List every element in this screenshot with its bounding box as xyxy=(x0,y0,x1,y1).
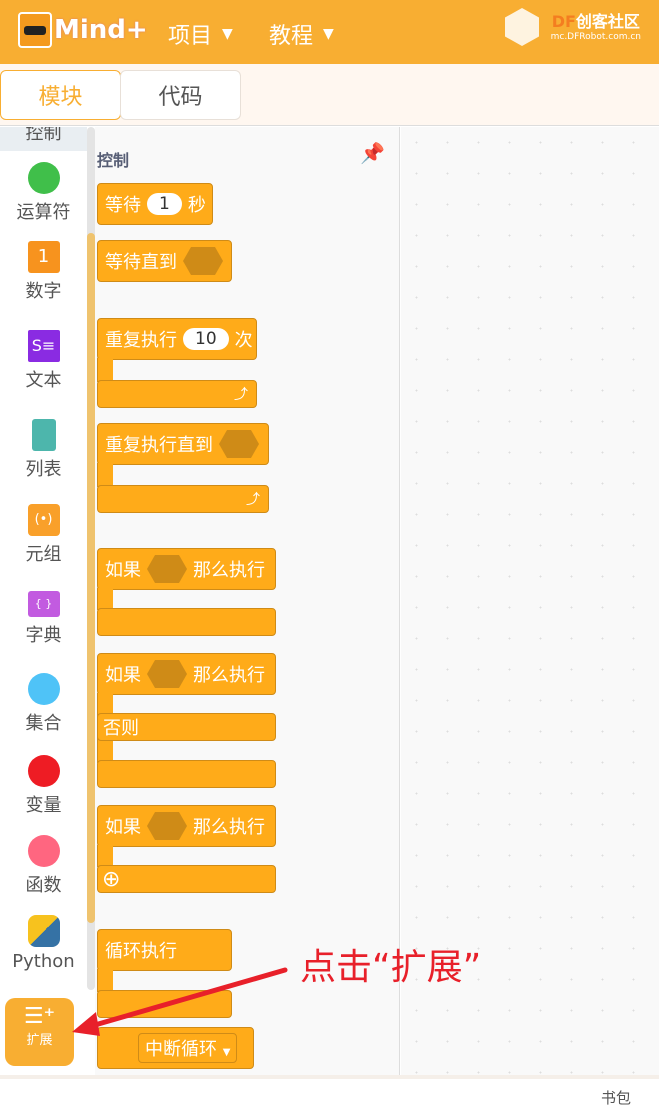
robot-icon xyxy=(18,12,52,48)
mindplus-logo[interactable]: Mind+ xyxy=(18,12,148,48)
category-text[interactable]: S≡文本 xyxy=(0,330,87,392)
block-if[interactable]: 如果那么执行 xyxy=(97,548,276,590)
boolean-slot[interactable] xyxy=(219,430,259,458)
loop-arrow-icon: ⤴ xyxy=(246,492,260,508)
seconds-input[interactable]: 1 xyxy=(147,193,182,215)
block-repeat-until[interactable]: 重复执行直到 xyxy=(97,423,269,465)
block-break[interactable]: 中断循环 ▼ xyxy=(97,1027,254,1069)
category-set[interactable]: 集合 xyxy=(0,673,87,735)
block-if-else[interactable]: 如果那么执行 xyxy=(97,653,276,695)
block-forever[interactable]: 循环执行 xyxy=(97,929,232,971)
extension-button[interactable]: ☰⁺扩展 xyxy=(5,998,74,1066)
lock-icon: (•) xyxy=(27,504,60,536)
tab-code[interactable]: 代码 xyxy=(120,70,241,120)
tab-blocks[interactable]: 模块 xyxy=(0,70,121,120)
category-python[interactable]: Python xyxy=(0,915,87,972)
caret-down-icon: ▼ xyxy=(222,1047,231,1058)
circle-icon xyxy=(27,755,60,787)
block-spine xyxy=(97,358,113,382)
block-repeat-until-bottom: ⤴ xyxy=(97,485,269,513)
category-function[interactable]: 函数 xyxy=(0,835,87,897)
flyout-category-title: 控制 xyxy=(97,151,130,170)
book-icon: { } xyxy=(27,591,60,617)
category-dict[interactable]: { }字典 xyxy=(0,591,87,647)
block-spine xyxy=(97,969,113,992)
boolean-slot[interactable] xyxy=(147,660,187,688)
circle-icon xyxy=(27,835,60,867)
block-if-bottom xyxy=(97,608,276,636)
venn-icon xyxy=(27,673,60,705)
block-spine xyxy=(97,588,113,610)
boolean-slot[interactable] xyxy=(147,812,187,840)
category-list[interactable]: 列表 xyxy=(0,419,87,481)
number-icon: 1 xyxy=(27,241,60,273)
text-icon: S≡ xyxy=(27,330,60,362)
block-repeat-bottom: ⤴ xyxy=(97,380,257,408)
category-variable[interactable]: 变量 xyxy=(0,755,87,817)
times-input[interactable]: 10 xyxy=(183,328,229,350)
category-operators[interactable]: 运算符 xyxy=(0,162,87,224)
caret-down-icon: ▼ xyxy=(323,26,334,42)
menu-project[interactable]: 项目▼ xyxy=(168,24,233,49)
code-workspace[interactable] xyxy=(401,127,659,1075)
pin-icon[interactable]: 📌 xyxy=(360,141,385,165)
category-tuple[interactable]: (•)元组 xyxy=(0,504,87,566)
caret-down-icon: ▼ xyxy=(222,26,233,42)
block-if-mutable[interactable]: 如果那么执行 xyxy=(97,805,276,847)
break-dropdown[interactable]: 中断循环 ▼ xyxy=(138,1033,238,1063)
loop-arrow-icon: ⤴ xyxy=(234,387,248,403)
python-icon xyxy=(27,915,60,947)
extension-icon: ☰⁺ xyxy=(23,1004,56,1029)
block-if-mutable-bottom: ⊕ xyxy=(97,865,276,893)
block-flyout: 控制 📌 xyxy=(95,127,400,1075)
block-if-else-bottom xyxy=(97,760,276,788)
category-scrollbar-thumb[interactable] xyxy=(87,233,95,923)
bottom-bar: 书包 xyxy=(0,1075,659,1110)
menu-tutorial[interactable]: 教程▼ xyxy=(269,24,334,49)
clipboard-icon xyxy=(31,419,56,451)
block-spine xyxy=(97,463,113,487)
annotation-text: 点击“扩展” xyxy=(300,947,482,988)
block-spine xyxy=(97,845,113,867)
boolean-slot[interactable] xyxy=(183,247,223,275)
block-wait-until[interactable]: 等待直到 xyxy=(97,240,232,282)
boolean-slot[interactable] xyxy=(147,555,187,583)
add-else-plus-icon[interactable]: ⊕ xyxy=(102,866,121,892)
editor-tabs: 模块 代码 xyxy=(0,64,659,126)
backpack-button[interactable]: 书包 xyxy=(601,1089,632,1107)
category-control[interactable]: 控制 xyxy=(0,127,87,151)
circle-icon xyxy=(27,162,60,194)
block-else: 否则 xyxy=(97,713,276,741)
